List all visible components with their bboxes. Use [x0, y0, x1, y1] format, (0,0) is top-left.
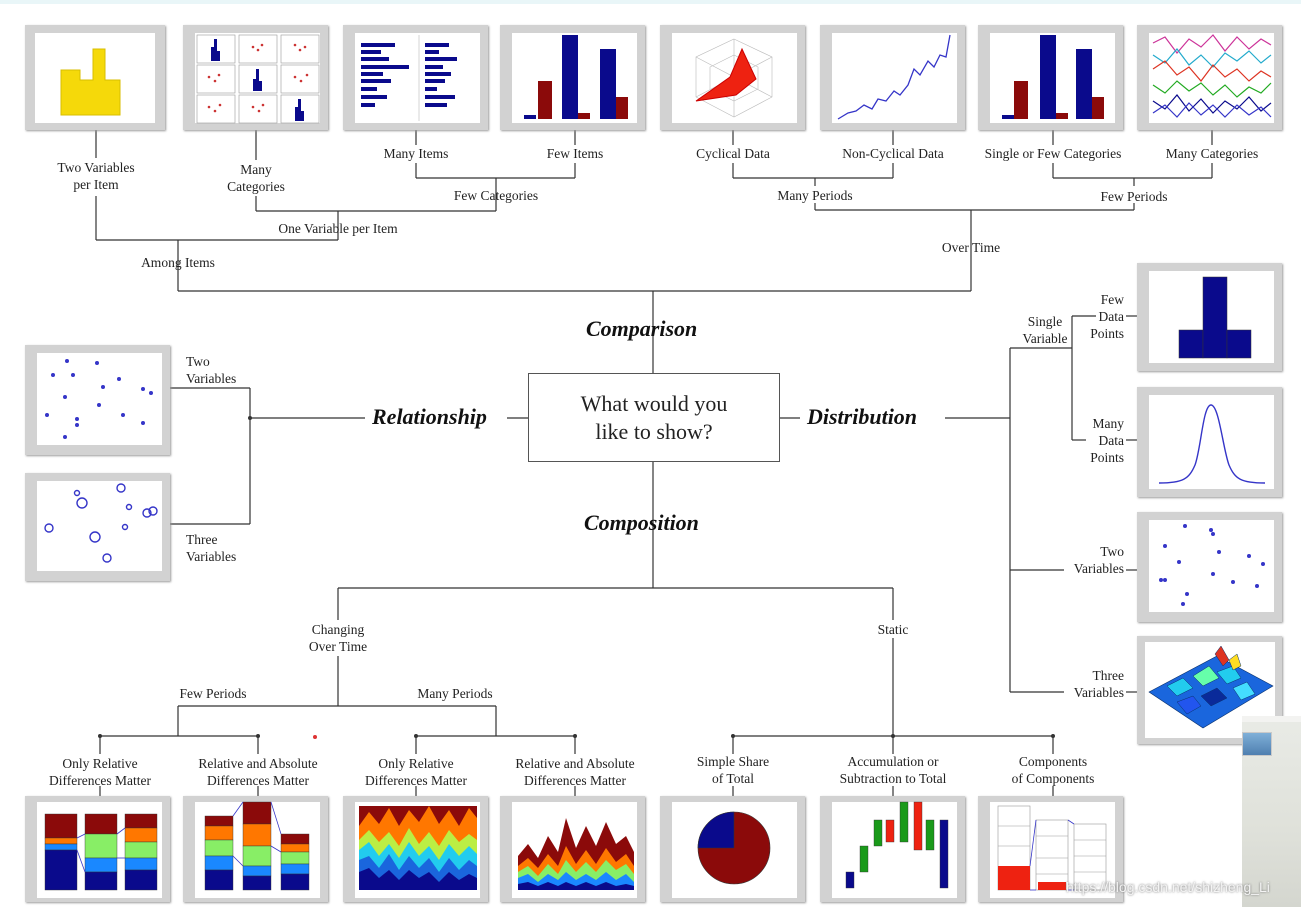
label-relative-absolute-2: Relative and Absolute Differences Matter [515, 756, 635, 788]
label-among-items: Among Items [141, 255, 215, 270]
label-composition-many-periods: Many Periods [417, 686, 493, 701]
bar-chart-thumbnail-single-categories [978, 25, 1123, 130]
center-question-box: What would you like to show? [528, 373, 780, 462]
label-many-categories: Many Categories [227, 162, 285, 194]
bar-chart-thumbnail-few-items [500, 25, 645, 130]
label-relationship-two-variables: Two Variables [186, 354, 237, 386]
label-only-relative-1: Only Relative Differences Matter [48, 756, 152, 788]
bell-curve-thumbnail-many-points [1137, 387, 1282, 497]
label-many-items: Many Items [383, 146, 449, 161]
label-single-variable: Single Variable [1022, 314, 1068, 346]
radar-chart-thumbnail [660, 25, 805, 130]
stacked-bar-thumbnail [183, 796, 328, 902]
webcam-frame [1242, 716, 1301, 722]
label-relationship-three-variables: Three Variables [186, 532, 237, 564]
label-non-cyclical-data: Non-Cyclical Data [842, 146, 944, 161]
label-two-variables-per-item: Two Variables per Item [57, 160, 135, 192]
bubble-thumbnail-three-variables [25, 473, 170, 581]
multi-line-thumbnail-many-categories [1137, 25, 1282, 130]
scatter-matrix-thumbnail [183, 25, 328, 130]
label-few-periods: Few Periods [1100, 189, 1168, 204]
label-changing-over-time: Changing Over Time [308, 622, 368, 654]
label-distribution-three-variables: Three Variables [1073, 668, 1124, 700]
center-question: What would you like to show? [580, 390, 728, 444]
label-distribution-two-variables: Two Variables [1073, 544, 1124, 576]
top-band [0, 0, 1301, 4]
label-few-categories: Few Categories [453, 188, 539, 203]
stacked-area-thumbnail [500, 796, 645, 902]
pie-chart-thumbnail [660, 796, 805, 902]
stray-red-dot [313, 735, 317, 739]
label-relative-absolute-1: Relative and Absolute Differences Matter [198, 756, 318, 788]
webcam-overlay [1242, 716, 1301, 907]
label-cyclical-data: Cyclical Data [696, 146, 770, 161]
line-chart-thumbnail-non-cyclical [820, 25, 965, 130]
scatter-thumbnail-two-variables [25, 345, 170, 455]
label-single-or-few-categories: Single or Few Categories [984, 146, 1122, 161]
label-static: Static [877, 622, 909, 637]
histogram-thumbnail-few-points [1137, 263, 1282, 371]
stacked-area-100-thumbnail [343, 796, 488, 902]
label-one-variable-per-item: One Variable per Item [278, 221, 398, 236]
label-simple-share: Simple Share of Total [696, 754, 770, 786]
heading-relationship: Relationship [372, 404, 487, 429]
bar-chart-thumbnail-two-variables [25, 25, 165, 130]
label-few-data-points: Few Data Points [1090, 292, 1124, 341]
waterfall-chart-thumbnail [820, 796, 965, 902]
components-stacked-thumbnail [978, 796, 1123, 902]
label-many-categories-time: Many Categories [1165, 146, 1259, 161]
label-accumulation: Accumulation or Subtraction to Total [839, 754, 947, 786]
heading-comparison: Comparison [586, 316, 698, 341]
watermark: https://blog.csdn.net/shizheng_Li [1066, 879, 1270, 895]
heading-distribution: Distribution [807, 404, 918, 429]
heading-composition: Composition [584, 510, 699, 535]
label-composition-few-periods: Few Periods [179, 686, 247, 701]
label-over-time: Over Time [941, 240, 1001, 255]
label-only-relative-2: Only Relative Differences Matter [364, 756, 468, 788]
label-many-data-points: Many Data Points [1090, 416, 1124, 465]
stacked-100-bar-thumbnail [25, 796, 170, 902]
webcam-window [1242, 732, 1272, 756]
scatter-thumbnail-distribution [1137, 512, 1282, 622]
horizontal-bar-thumbnail-many-items [343, 25, 488, 130]
label-few-items: Few Items [546, 146, 604, 161]
label-components: Components of Components [1011, 754, 1095, 786]
label-many-periods: Many Periods [777, 188, 853, 203]
